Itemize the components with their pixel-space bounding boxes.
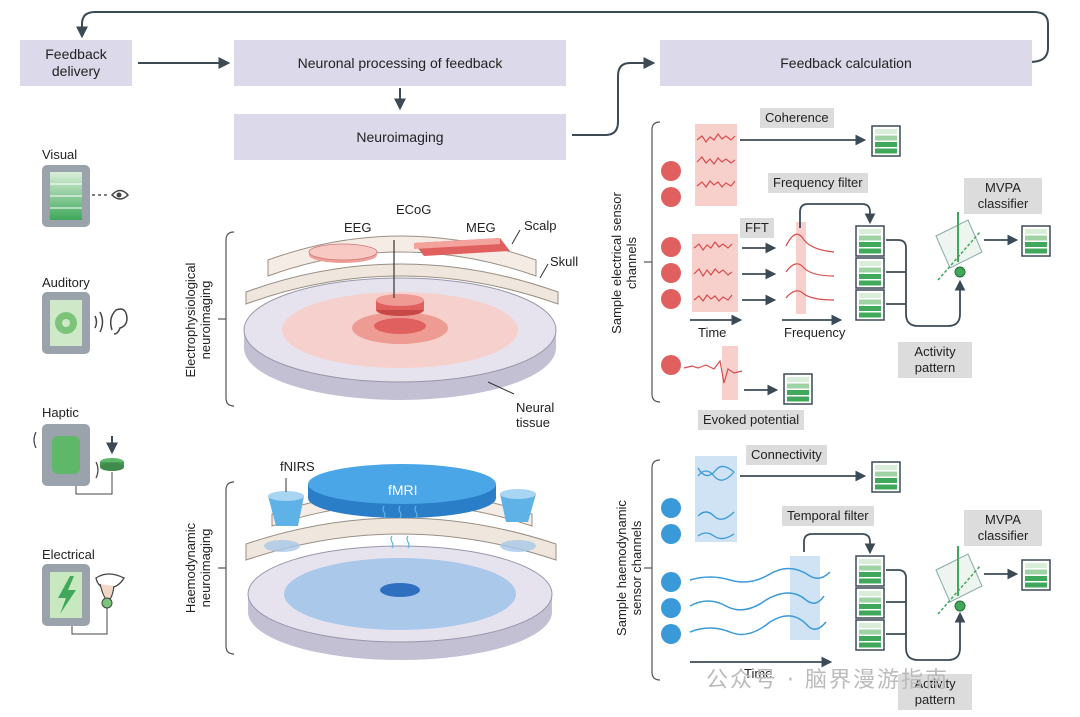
- electro-leader-lines: [487, 229, 549, 395]
- haemo-skull-layer: [245, 517, 557, 561]
- fnirs-label: fNIRS: [280, 459, 315, 474]
- green-bars-icon: [855, 225, 885, 257]
- haemo-channels-section-label: Sample haemodynamic sensor channels: [614, 500, 644, 636]
- haemo-section-label: Haemodynamic neuroimaging: [183, 522, 213, 614]
- green-bars-icon: [855, 289, 885, 321]
- electro-section-label: Electrophysiological neuroimaging: [183, 262, 213, 378]
- eeg-electrode: [308, 243, 378, 263]
- haemo-axes-and-arrows: [690, 470, 1019, 668]
- evoked-potential-tag: Evoked potential: [698, 410, 805, 430]
- eeg-label: EEG: [344, 220, 372, 235]
- haemo-sensor-dots: [661, 498, 681, 644]
- green-bars-icon: [855, 257, 885, 289]
- electrical-frequency-label: Frequency: [784, 325, 846, 340]
- haemo-mvpa-tag: MVPA classifier: [964, 510, 1042, 546]
- haemo-activity-pattern-tag: Activity pattern: [898, 674, 972, 710]
- scalp-label: Scalp: [524, 218, 557, 233]
- tongue-electrode-icon: [71, 573, 125, 635]
- frequency-spectra: [785, 222, 835, 314]
- feedback-calculation-label: Feedback calculation: [780, 54, 912, 71]
- bold-signal-wiggles: [382, 505, 418, 549]
- haemo-time-label: Time: [744, 666, 773, 681]
- neuroimaging-label: Neuroimaging: [356, 128, 444, 145]
- skull-layer: [245, 263, 559, 305]
- visual-label: Visual: [42, 147, 78, 162]
- coherence-tag: Coherence: [760, 108, 834, 128]
- electrical-coherence-traces: [695, 124, 737, 206]
- meg-sensor: [414, 238, 510, 256]
- electrical-time-label: Time: [698, 325, 727, 340]
- auditory-label: Auditory: [42, 275, 90, 290]
- electrical-fft-arrows: [742, 242, 777, 306]
- connectivity-tag: Connectivity: [746, 445, 827, 465]
- watermark-text: 公众号 · 脑界漫游指南: [706, 668, 949, 693]
- fmri-scanner: [308, 464, 496, 518]
- feedback-calculation-box: Feedback calculation: [660, 40, 1032, 86]
- fnirs-optode-right: [500, 489, 536, 522]
- green-bars-icon: [855, 587, 885, 619]
- green-bars-icon: [855, 555, 885, 587]
- electrical-sensor-dots: [661, 161, 681, 375]
- electrical-flow-arrows: [740, 134, 1019, 327]
- green-bars-icon: [855, 619, 885, 651]
- fft-tag: FFT: [740, 218, 774, 238]
- meg-label: MEG: [466, 220, 496, 235]
- green-bars-icon: [1021, 225, 1051, 257]
- green-bars-icon: [1021, 559, 1051, 591]
- neuroimaging-box: Neuroimaging: [234, 114, 566, 160]
- neural-tissue-disc: [243, 277, 557, 400]
- section-brackets: [218, 121, 661, 681]
- haptic-device-icon: [33, 424, 99, 486]
- neuronal-processing-label: Neuronal processing of feedback: [297, 54, 503, 71]
- neural-tissue-label: Neural tissue: [516, 400, 555, 430]
- neuronal-processing-box: Neuronal processing of feedback: [234, 40, 566, 86]
- haemo-mvpa-plot: [935, 546, 983, 615]
- haemo-tissue-disc: [247, 545, 553, 660]
- haemo-connectivity-traces: [695, 456, 737, 542]
- evoked-potential-trace: [683, 346, 779, 400]
- electrical-mvpa-plot: [935, 212, 983, 281]
- haemo-time-series: [689, 556, 831, 640]
- haptic-label: Haptic: [42, 405, 79, 420]
- electrical-device-icon: [42, 564, 90, 626]
- electrical-channels-section-label: Sample electrical sensor channels: [609, 192, 639, 334]
- classifier-icons: [783, 125, 1051, 651]
- auditory-device-icon: [42, 292, 90, 354]
- eye-icon: [92, 189, 130, 200]
- ecog-label: ECoG: [396, 202, 432, 217]
- green-bars-icon: [871, 461, 901, 493]
- visual-device-icon: [42, 165, 90, 227]
- frequency-filter-tag: Frequency filter: [768, 173, 868, 193]
- electrical-mvpa-tag: MVPA classifier: [964, 178, 1042, 214]
- green-bars-icon: [783, 373, 813, 405]
- flow-arrows: [76, 11, 1049, 136]
- electrical-label: Electrical: [42, 547, 95, 562]
- green-bars-icon: [871, 125, 901, 157]
- ecog-electrode: [376, 240, 424, 316]
- skull-label: Skull: [550, 254, 579, 269]
- fmri-label: fMRI: [388, 482, 418, 498]
- ear-icon: [94, 308, 128, 335]
- fnirs-optode-left: [268, 491, 304, 526]
- feedback-delivery-label: Feedback delivery: [45, 46, 107, 79]
- electrical-fft-traces: [692, 234, 738, 312]
- electrical-activity-pattern-tag: Activity pattern: [898, 342, 972, 378]
- feedback-delivery-box: Feedback delivery: [20, 40, 132, 86]
- haptic-actuator-icon: [75, 436, 124, 495]
- temporal-filter-tag: Temporal filter: [782, 506, 874, 526]
